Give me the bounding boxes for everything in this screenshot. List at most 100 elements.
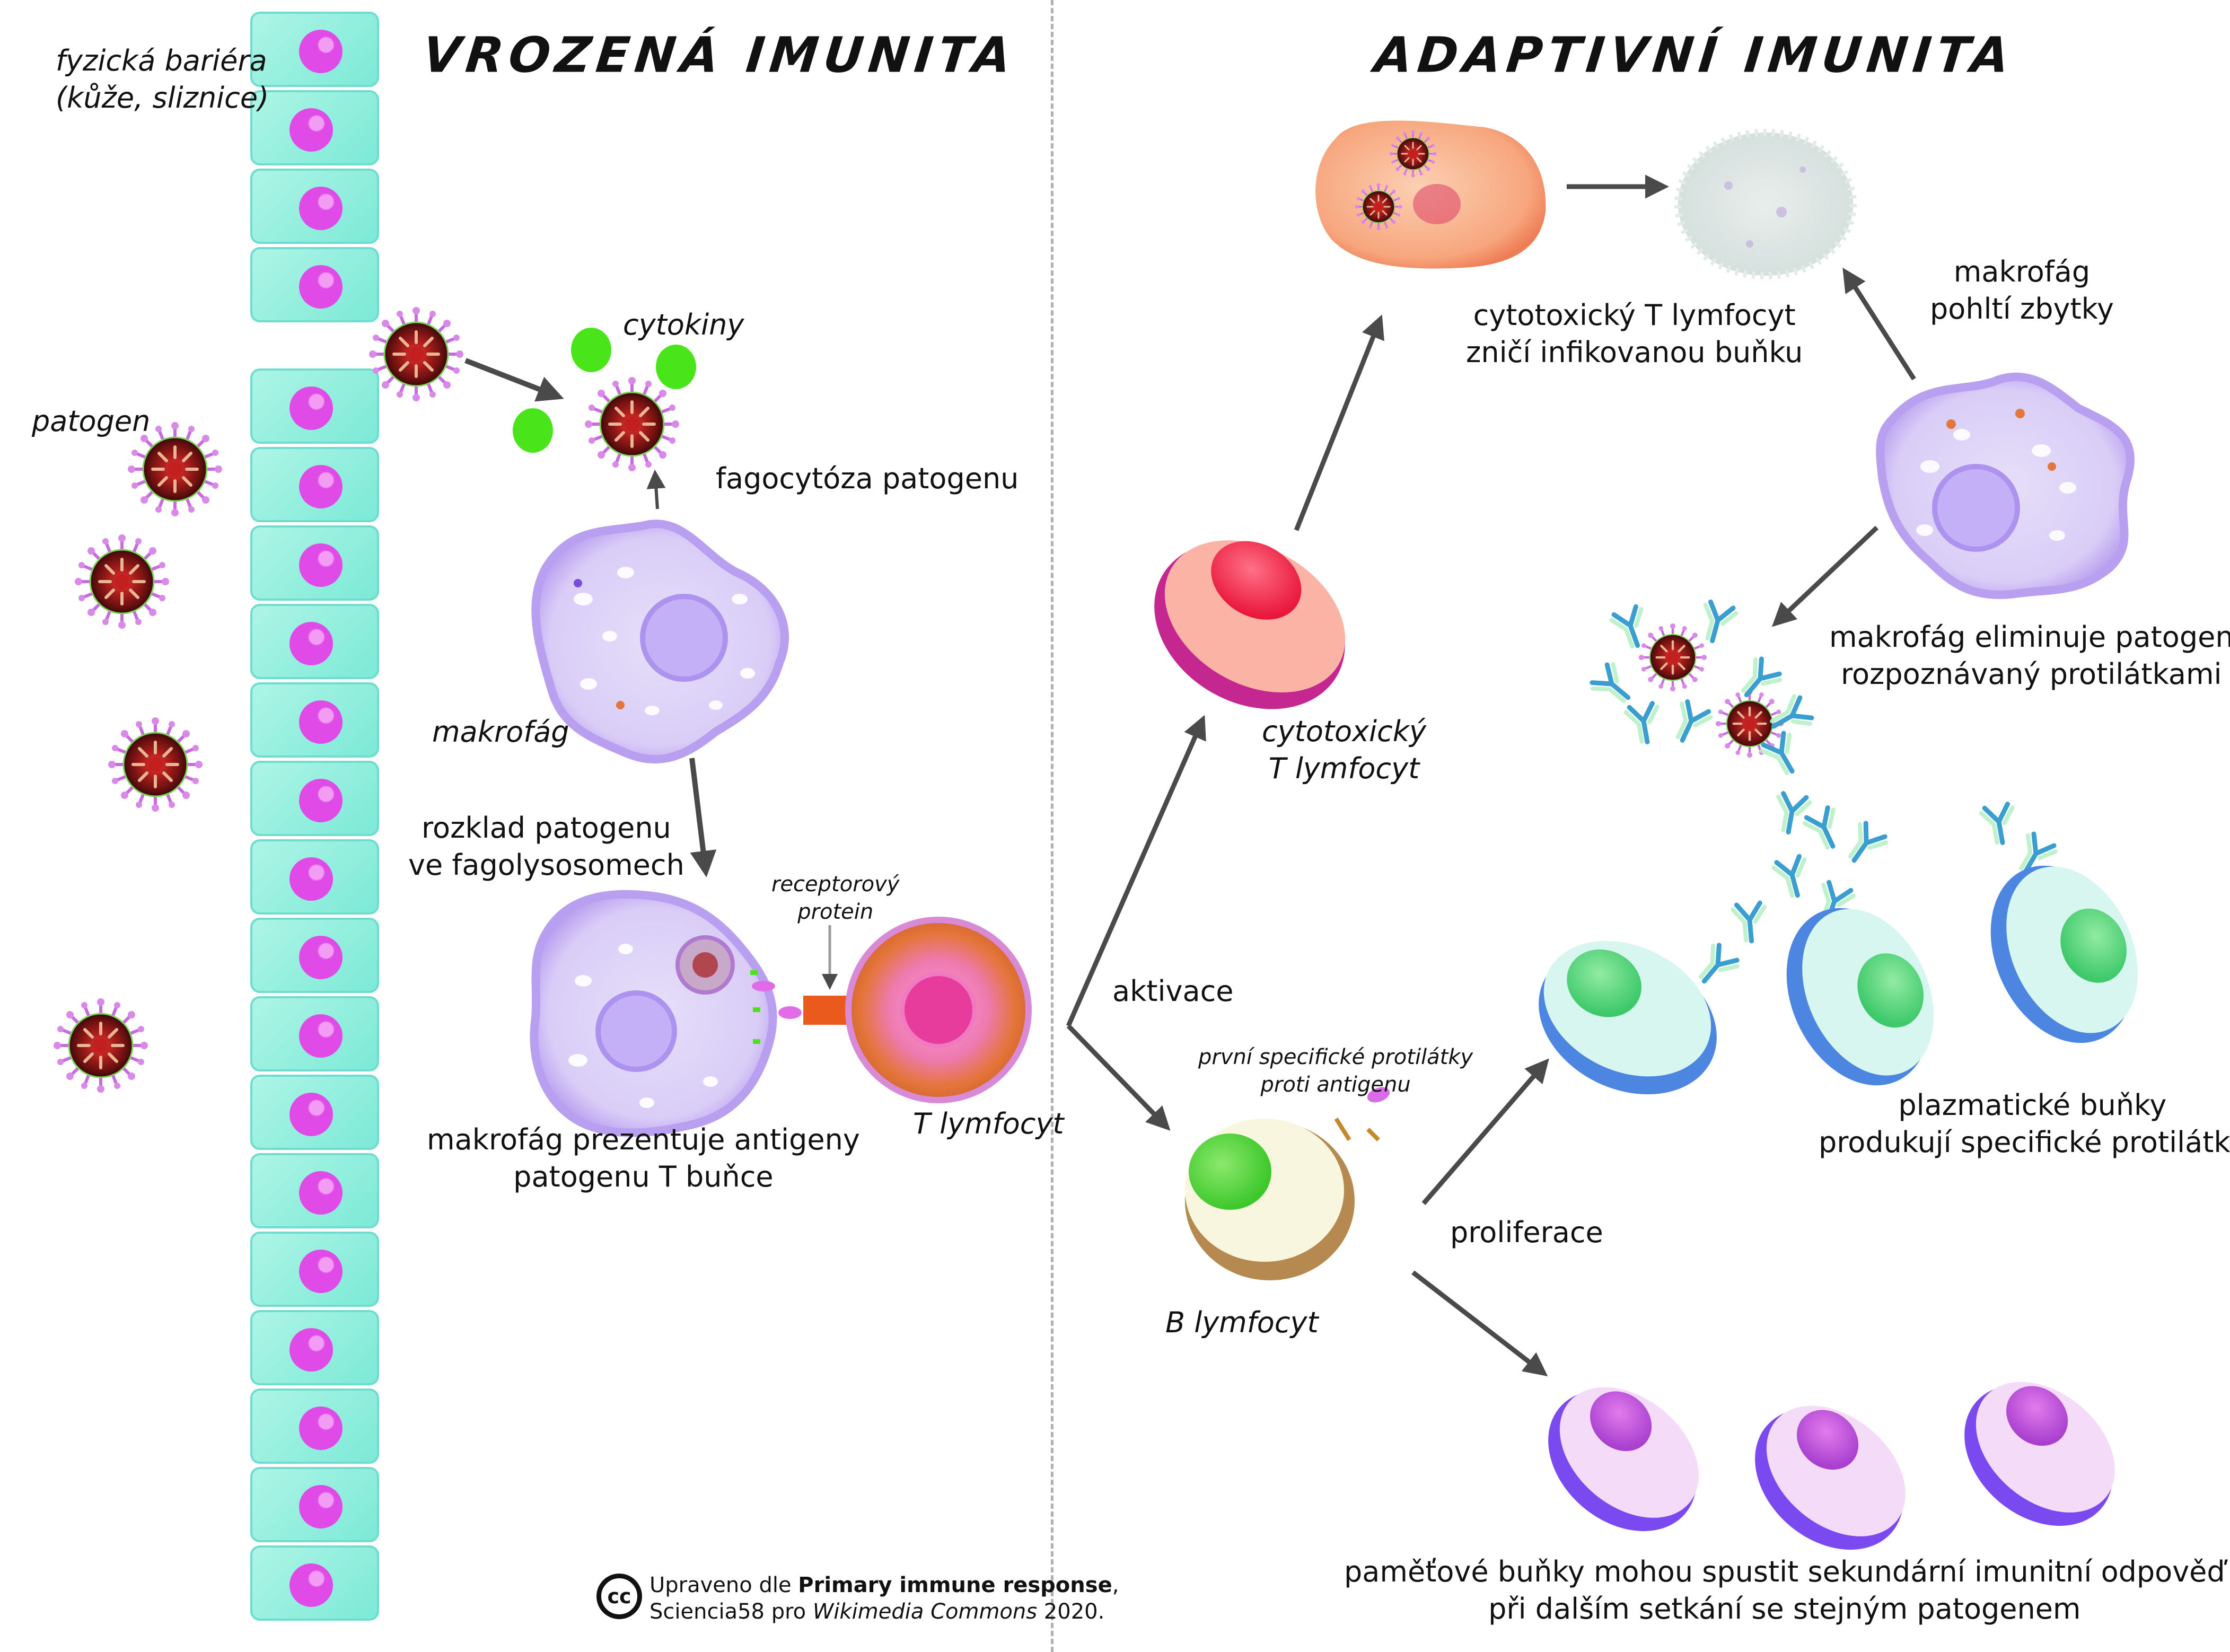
degradation-label-line2: ve fagolysosomech — [408, 848, 684, 882]
arrow-icon — [1411, 1270, 1548, 1376]
cytokine-icon — [513, 408, 553, 453]
epithelial-cell — [250, 1153, 379, 1228]
arrow-icon — [1421, 1058, 1549, 1205]
t-lymphocyte-icon — [845, 917, 1032, 1103]
plasma-label-line1: plazmatické buňky — [1898, 1088, 2167, 1122]
memory-cells-label: paměťové buňky mohou spustit sekundární … — [1344, 1553, 2225, 1628]
plasma-cells-label: plazmatické buňky produkují specifické p… — [1819, 1087, 2230, 1161]
epithelial-cell — [250, 169, 379, 244]
epithelial-cell — [250, 996, 379, 1071]
antigen-presenting-macrophage-icon — [530, 890, 802, 1137]
barrier-label-line1: fyzická bariéra — [56, 44, 267, 77]
cell-nucleus-icon — [289, 386, 333, 430]
cell-nucleus-icon — [289, 1563, 333, 1607]
cell-nucleus-icon — [289, 1093, 333, 1136]
epithelial-cell — [250, 1075, 379, 1150]
credit-author: Sciencia58 pro — [649, 1600, 813, 1624]
degradation-label-line1: rozklad patogenu — [422, 811, 671, 845]
eliminate-pathogen-label: makrofág eliminuje patogen rozpoznávaný … — [1829, 619, 2230, 693]
receptor-label-line2: protein — [797, 900, 874, 924]
first-antibodies-label: první specifické protilátky proti antige… — [1198, 1043, 1473, 1099]
cell-nucleus-icon — [289, 1328, 333, 1372]
cell-nucleus-icon — [299, 1171, 343, 1215]
cleanup-label: makrofág pohltí zbytky — [1930, 253, 2114, 328]
pathogen-icon — [585, 377, 679, 471]
cytotoxic-label-line2: T lymfocyt — [1268, 752, 1420, 786]
cell-nucleus-icon — [289, 622, 333, 665]
cell-nucleus-icon — [289, 857, 333, 901]
credit-year: 2020. — [1037, 1600, 1105, 1624]
pathogen-icon — [108, 717, 203, 812]
cytokine-icon — [571, 328, 611, 372]
cell-nucleus-icon — [299, 1485, 343, 1528]
credit-source-title[interactable]: Primary immune response — [798, 1573, 1112, 1597]
credit-publisher[interactable]: Wikimedia Commons — [812, 1600, 1038, 1624]
macrophage-label: makrofág — [432, 715, 569, 749]
epithelial-cell — [250, 839, 379, 915]
cytokines-group — [513, 328, 696, 453]
credit-comma: , — [1112, 1573, 1119, 1597]
cell-nucleus-icon — [299, 1014, 343, 1058]
epithelial-cell — [250, 1467, 379, 1542]
macrophage-icon — [531, 520, 789, 764]
memory-label-line2: při dalším setkání se stejným patogenem — [1488, 1592, 2081, 1626]
epithelial-cell — [250, 761, 379, 836]
proliferation-label: proliferace — [1450, 1216, 1603, 1249]
degradation-label: rozklad patogenu ve fagolysosomech — [408, 810, 684, 884]
epithelial-cell — [250, 1310, 379, 1385]
cell-nucleus-icon — [299, 265, 343, 309]
pathogen-icon — [75, 534, 169, 629]
antigen-presentation-label: makrofág prezentuje antigeny patogenu T … — [427, 1121, 860, 1196]
epithelial-cell — [250, 604, 379, 679]
epithelial-cell — [250, 1545, 379, 1621]
phagocytosis-label: fagocytóza patogenu — [716, 462, 1019, 495]
credit-text: Upraveno dle Primary immune response, Sc… — [649, 1572, 1119, 1625]
memory-label-line1: paměťové buňky mohou spustit sekundární … — [1344, 1555, 2225, 1588]
cytokines-label: cytokiny — [623, 308, 744, 341]
epithelial-cell — [250, 918, 379, 993]
epithelial-cell — [250, 368, 379, 444]
pathogen-icon — [1639, 623, 1707, 691]
kill-infected-cell-label: cytotoxický T lymfocyt zničí infikovanou… — [1466, 297, 1803, 371]
epithelial-cell — [250, 12, 379, 87]
cell-nucleus-icon — [299, 1250, 343, 1293]
presentation-label-line2: patogenu T buňce — [513, 1160, 774, 1194]
eliminate-label-line2: rozpoznávaný protilátkami — [1840, 657, 2222, 691]
epithelial-cell — [250, 247, 379, 322]
cell-nucleus-icon — [299, 187, 343, 230]
plasma-cell-icon — [1786, 908, 1934, 1086]
epithelial-cell — [250, 682, 379, 758]
receptor-protein-label: receptorový protein — [771, 871, 899, 926]
cell-nucleus-icon — [299, 700, 343, 744]
activation-label: aktivace — [1112, 974, 1234, 1008]
kill-label-line2: zničí infikovanou buňku — [1466, 336, 1803, 370]
pathogen-label: patogen — [32, 405, 151, 438]
t-lymphocyte-label: T lymfocyt — [913, 1107, 1064, 1140]
b-lymphocyte-icon — [1185, 1087, 1390, 1280]
cell-nucleus-icon — [299, 30, 343, 73]
epithelial-cell — [250, 1232, 379, 1307]
kill-label-line1: cytotoxický T lymfocyt — [1473, 298, 1796, 332]
b-lymphocyte-label: B lymfocyt — [1165, 1306, 1319, 1339]
cell-nucleus-icon — [289, 108, 333, 152]
arrow-icon — [1066, 1024, 1171, 1131]
section-divider — [1051, 0, 1053, 1652]
cleanup-label-line2: pohltí zbytky — [1930, 292, 2114, 326]
plasma-cell-icon — [1990, 865, 2138, 1043]
epithelial-cell — [250, 525, 379, 601]
plasma-cell-icon — [1539, 941, 1717, 1095]
epithelial-cell — [250, 90, 379, 165]
cell-nucleus-icon — [299, 936, 343, 979]
cytotoxic-t-label: cytotoxický T lymfocyt — [1262, 713, 1426, 787]
cc-license-icon: cc — [596, 1574, 642, 1619]
memory-cell-icon — [1964, 1382, 2115, 1526]
first-antibodies-line2: proti antigenu — [1260, 1073, 1411, 1097]
credit-line2: Sciencia58 pro Wikimedia Commons 2020. — [649, 1598, 1119, 1625]
memory-cell-icon — [1548, 1387, 1699, 1531]
cleanup-label-line1: makrofág — [1953, 255, 2091, 288]
receptor-label-line1: receptorový — [771, 872, 900, 897]
cell-nucleus-icon — [299, 1407, 343, 1450]
arrow-icon — [1842, 267, 1916, 381]
barrier-label-line2: (kůže, sliznice) — [56, 81, 269, 115]
